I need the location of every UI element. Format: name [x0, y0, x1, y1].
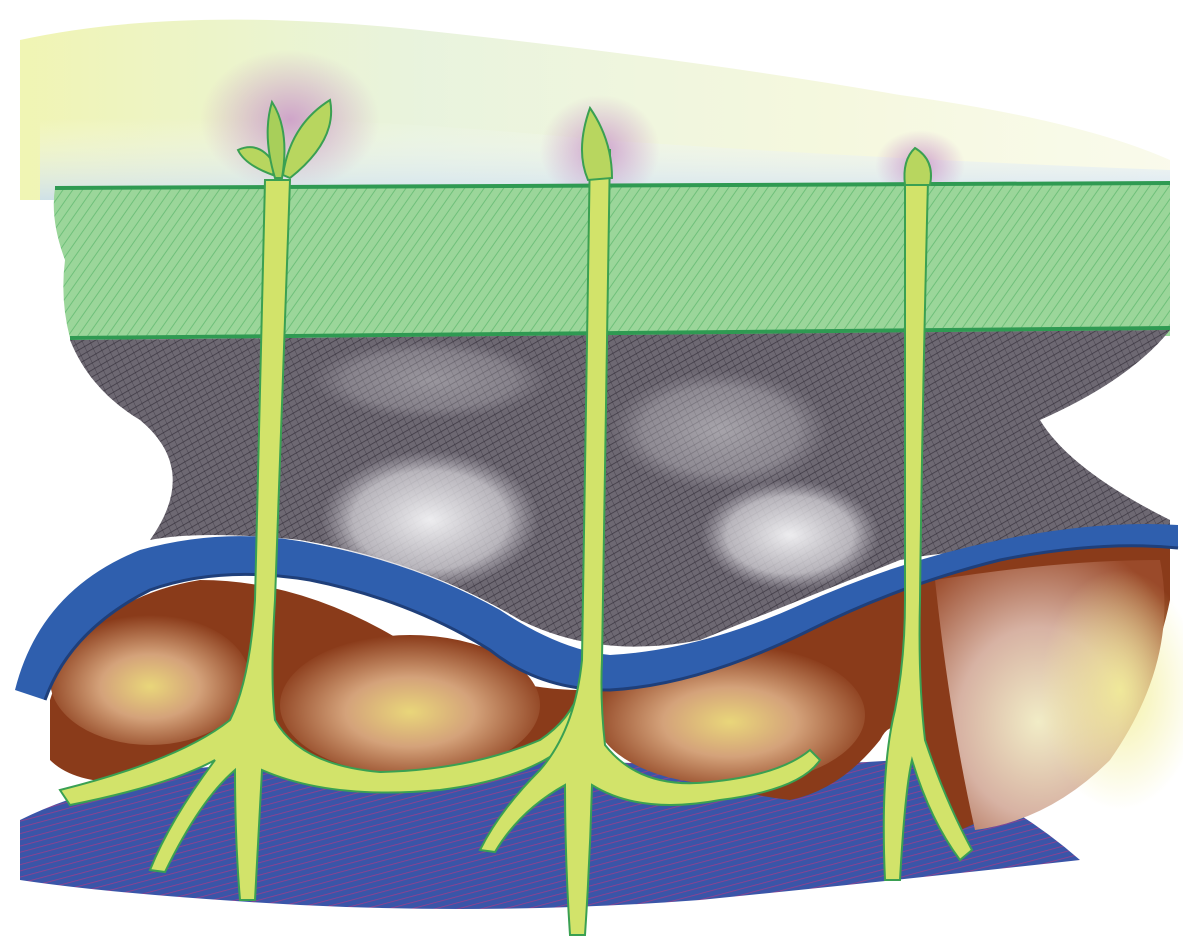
light-patch-top	[310, 340, 550, 420]
light-patch-right	[700, 480, 880, 590]
green-band-layer	[54, 183, 1170, 338]
light-patch-center	[610, 370, 830, 490]
